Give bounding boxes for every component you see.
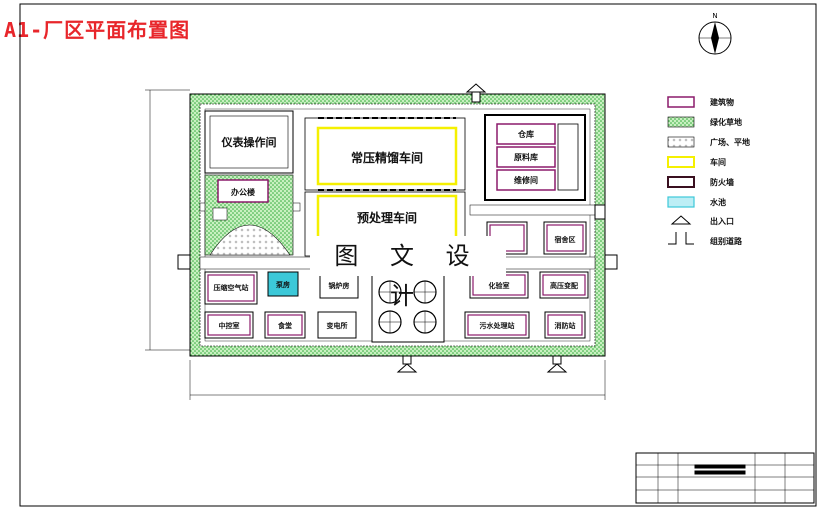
label-repair: 维修间 [514,175,538,185]
legend-road: 组别道路 [710,236,743,246]
label-pump: 泵房 [275,280,290,289]
label-dorm: 宿舍区 [555,235,576,244]
drawing-title: A1-厂区平面布置图 [4,18,191,42]
pool [267,271,299,297]
label-lab: 化验室 [489,281,510,290]
label-pretreat: 预处理车间 [357,210,417,225]
label-office: 办公楼 [231,187,255,197]
label-canteen: 食堂 [277,321,292,330]
drawing-frame [19,3,817,507]
legend-green: 绿化草地 [710,117,742,127]
entrance-markers [177,83,618,373]
label-highrisk: 高压变配 [550,281,578,290]
label-boiler: 锅炉房 [328,281,350,290]
workshop-atm-distill [316,126,458,186]
label-instrument: 仪表操作间 [221,135,277,149]
north-arrow: N [698,12,732,55]
watermark: 图 文 设 计 [310,236,506,310]
label-transformer: 变电所 [327,321,348,330]
legend-workshop: 车间 [710,157,726,167]
legend-entrance: 出入口 [710,216,734,226]
plaza-arc [209,224,291,256]
title-block [635,452,815,504]
legend-plaza: 广场、平地 [710,137,750,147]
legend-firewall: 防火墙 [710,177,734,187]
label-atm-distill: 常压精馏车间 [351,150,423,165]
label-water: 污水处理站 [480,321,515,330]
legend-pool: 水池 [709,197,726,207]
legend-building: 建筑物 [709,97,734,107]
label-control: 中控室 [219,321,240,330]
label-warehouse: 仓库 [517,129,534,139]
label-fire: 消防站 [555,321,576,330]
building-office [217,179,269,203]
dimension-lines [145,89,606,400]
building-instrument [204,110,294,174]
legend: 建筑物 绿化草地 广场、平地 车间 防火墙 水池 出入口 组别道路 [667,96,750,246]
label-air: 压缩空气站 [214,283,249,292]
north-label: N [712,12,717,20]
label-storage: 原料库 [514,152,538,162]
